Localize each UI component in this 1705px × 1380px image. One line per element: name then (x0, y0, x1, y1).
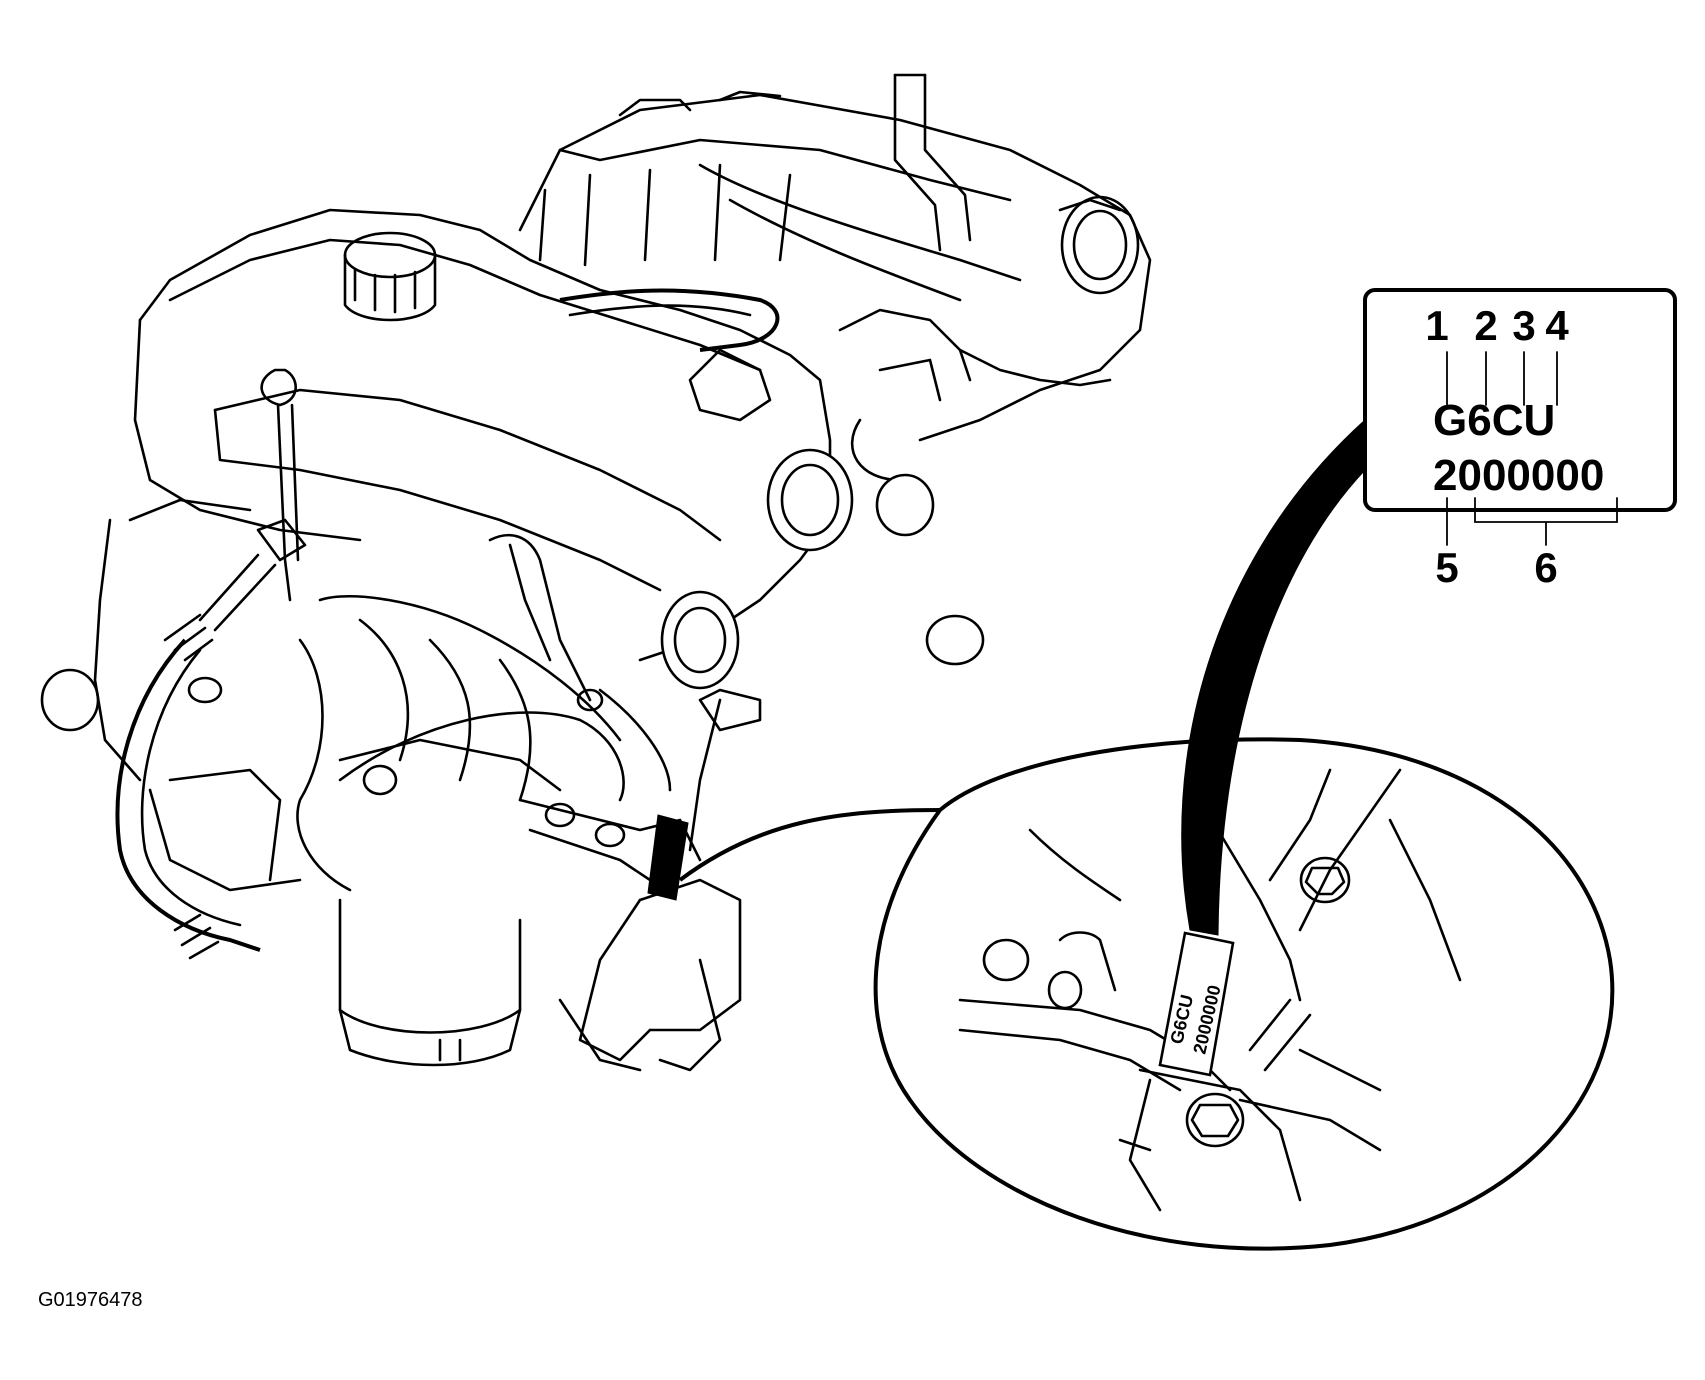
detail-magnified-view: G6CU 2000000 (873, 418, 1615, 1251)
callout-2: 2 (1474, 302, 1497, 349)
engine-code-line2: 2000000 (1433, 451, 1604, 500)
detail-callout-pointer (678, 808, 941, 882)
engine-illustration (40, 73, 1152, 1072)
engine-code-label: 1 2 3 4 G6CU 2000000 5 6 (1363, 288, 1677, 591)
callout-3: 3 (1512, 302, 1535, 349)
figure-id: G01976478 (38, 1289, 143, 1311)
engine-code-line1: G6CU (1433, 396, 1555, 445)
callout-4: 4 (1545, 302, 1569, 349)
callout-6: 6 (1534, 544, 1557, 591)
callout-1: 1 (1425, 302, 1448, 349)
callout-5: 5 (1435, 544, 1458, 591)
engine-code-label-box (1363, 288, 1677, 512)
detail-engine-number-tag: G6CU 2000000 (1158, 931, 1235, 1077)
